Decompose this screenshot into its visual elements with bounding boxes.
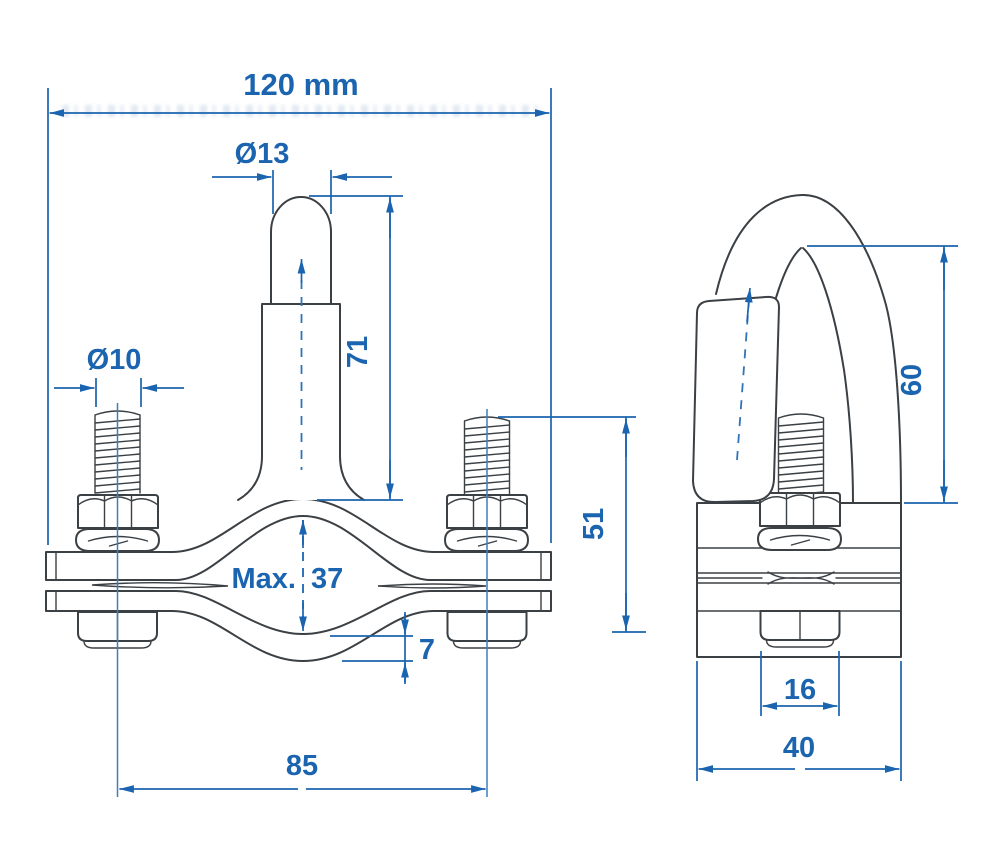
plate-seam-right	[377, 583, 487, 589]
sleeve-centerline-arrow	[744, 287, 753, 323]
side-spring-washer	[757, 527, 842, 551]
dim-overall-width-label: 120 mm	[243, 67, 358, 102]
dim-hook-height: 60	[807, 245, 958, 504]
dim-rod-height: 71	[309, 195, 403, 501]
dim-hook-height-label: 60	[896, 364, 928, 396]
dim-bolt-diameter: Ø10	[54, 344, 184, 407]
dim-nut-width-label: 16	[784, 674, 816, 706]
u-bolt-rod-front	[237, 196, 365, 501]
dim-overall-width: 120 mm	[47, 67, 552, 545]
plate-edge-details	[55, 552, 542, 611]
dim-max-clamp: Max. 37	[232, 520, 343, 631]
dim-rod-height-label: 71	[342, 336, 374, 368]
dim-max-clamp-value: 37	[311, 563, 343, 595]
dim-bolt-spacing: 85	[119, 750, 486, 793]
spring-washer-edge	[767, 571, 835, 585]
side-threaded-stud	[777, 413, 825, 497]
clamp-plate-lower	[45, 590, 552, 662]
clamp-plates-front	[45, 498, 552, 662]
side-hex-nut	[759, 492, 841, 527]
dim-clamp-height-label: 51	[578, 508, 610, 540]
dim-body-depth: 40	[696, 661, 902, 781]
clamp-plate-upper	[45, 498, 552, 581]
dim-bolt-diameter-label: Ø10	[87, 344, 142, 376]
left-bolt-assembly	[75, 403, 160, 797]
dim-nut-width: 16	[760, 651, 840, 716]
front-view: 120 mm Ø13 Ø10 71	[45, 67, 646, 797]
dim-clamp-height: 51	[498, 416, 646, 633]
dim-rod-diameter: Ø13	[212, 138, 392, 214]
dim-body-depth-label: 40	[783, 732, 815, 764]
plate-seam-left	[91, 582, 229, 589]
right-bolt-assembly	[444, 409, 529, 797]
dim-bolt-spacing-label: 85	[286, 750, 318, 782]
dim-plate-thickness: 7	[330, 612, 435, 684]
print-watermark-artifact	[62, 105, 540, 117]
dim-max-clamp-prefix: Max.	[232, 563, 296, 595]
rod-sleeve-side	[692, 287, 780, 504]
dim-rod-diameter-label: Ø13	[235, 138, 290, 170]
dim-plate-thickness-label: 7	[419, 634, 435, 666]
side-view: 60 16 40	[692, 193, 958, 781]
